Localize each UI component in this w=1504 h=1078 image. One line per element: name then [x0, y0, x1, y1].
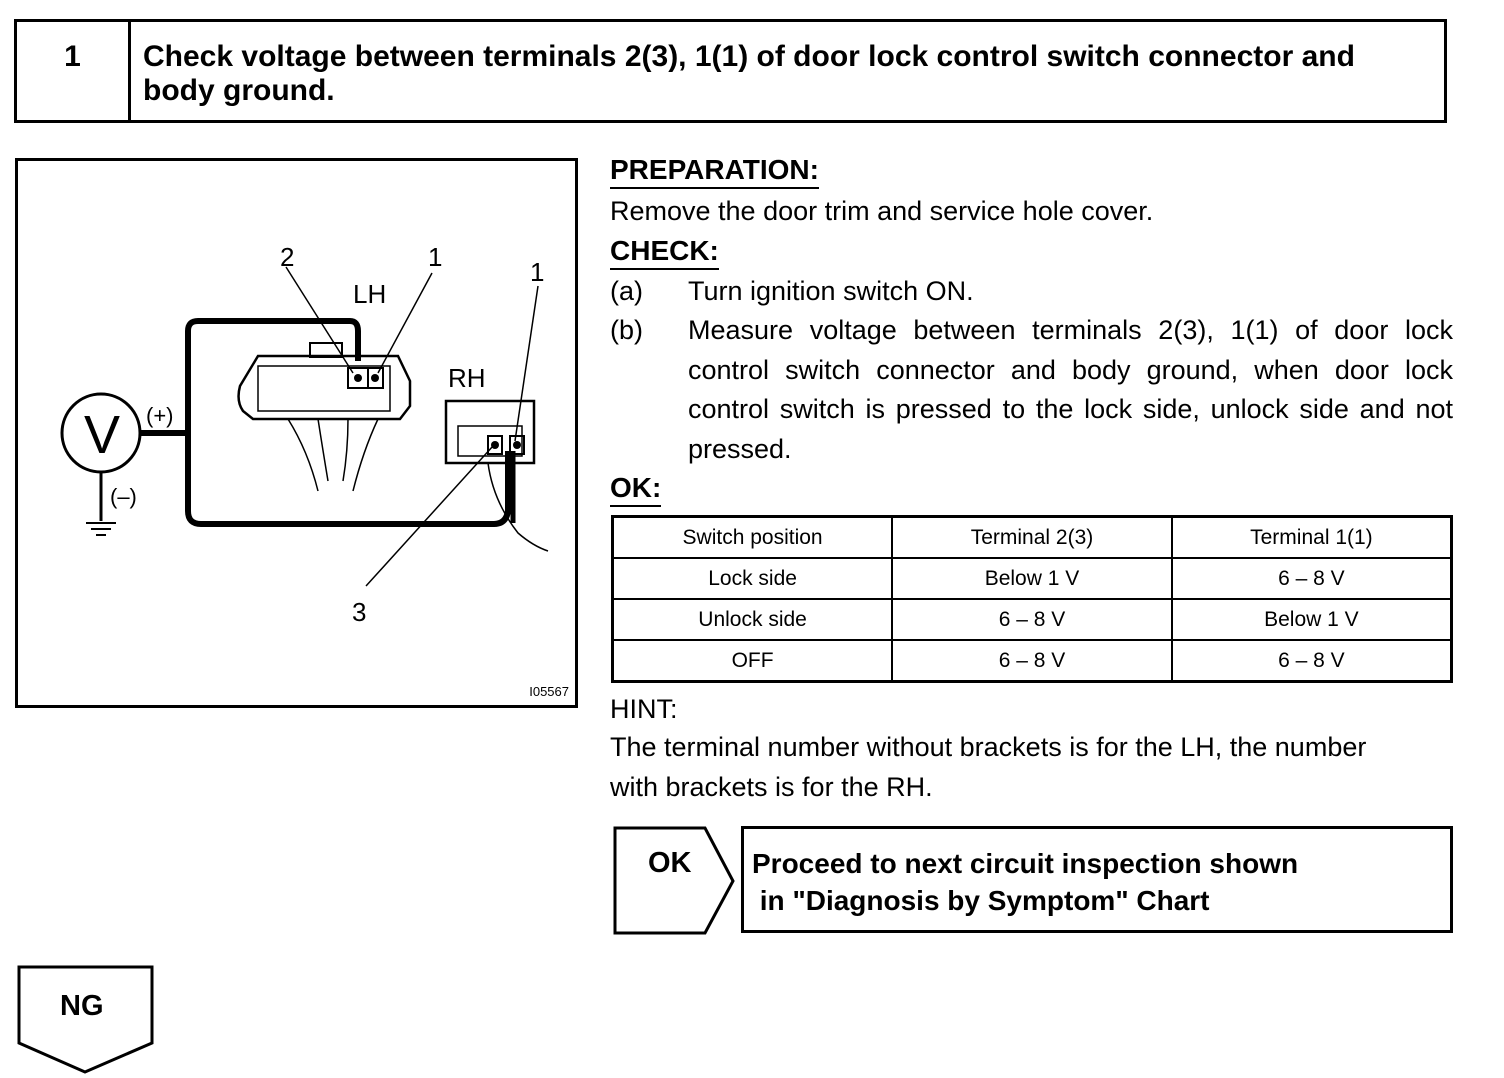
table-header: Switch position	[611, 515, 894, 559]
ok-arrow-shape	[613, 826, 735, 935]
hint-line: with brackets is for the RH.	[610, 772, 933, 802]
table-cell: OFF	[611, 639, 894, 683]
check-item-text: Measure voltage between terminals 2(3), …	[688, 315, 1453, 464]
ng-arrow-shape	[17, 965, 154, 1074]
ok-result-box: Proceed to next circuit inspection shown…	[741, 826, 1453, 933]
label-plus: (+)	[146, 403, 174, 428]
label-minus: (–)	[110, 484, 137, 509]
rh-connector-body	[444, 399, 536, 465]
preparation-heading: PREPARATION:	[610, 154, 819, 189]
check-item-label: (b)	[610, 315, 643, 345]
ok-heading: OK:	[610, 472, 662, 507]
label-terminal-1-rh: 1	[530, 257, 544, 287]
label-rh: RH	[448, 363, 486, 393]
table-row: OFF 6 – 8 V 6 – 8 V	[611, 639, 1453, 683]
table-cell: 6 – 8 V	[1170, 557, 1453, 600]
ok-spec-table: Switch position Terminal 2(3) Terminal 1…	[611, 515, 1453, 683]
label-lh: LH	[353, 279, 386, 309]
step-number: 1	[17, 22, 131, 120]
step-title: Check voltage between terminals 2(3), 1(…	[143, 40, 1355, 107]
hint-line: The terminal number without brackets is …	[610, 732, 1367, 762]
wiring-diagram-drawing: 2 1 1 3 LH RH V (+) (–)	[60, 242, 549, 627]
table-header: Terminal 1(1)	[1170, 515, 1453, 559]
table-cell: 6 – 8 V	[891, 598, 1173, 641]
check-item-text: Turn ignition switch ON.	[688, 276, 974, 306]
ok-result-label: OK	[648, 847, 692, 879]
ok-result-line: Proceed to next circuit inspection shown	[752, 848, 1299, 879]
check-heading: CHECK:	[610, 235, 719, 270]
table-row: Lock side Below 1 V 6 – 8 V	[611, 557, 1453, 600]
lh-connector-body	[237, 354, 412, 421]
check-item-label: (a)	[610, 276, 643, 306]
table-cell: Below 1 V	[1170, 598, 1453, 641]
table-cell: 6 – 8 V	[1170, 639, 1453, 683]
ok-result-line: in "Diagnosis by Symptom" Chart	[752, 885, 1210, 916]
preparation-text: Remove the door trim and service hole co…	[610, 196, 1154, 226]
label-terminal-1-lh: 1	[428, 242, 442, 272]
wiring-diagram: 2 1 1 3 LH RH V (+) (–) I05567	[15, 158, 578, 708]
table-header-row: Switch position Terminal 2(3) Terminal 1…	[611, 515, 1453, 559]
label-terminal-3: 3	[352, 597, 366, 627]
table-cell: Below 1 V	[891, 557, 1173, 600]
table-row: Unlock side 6 – 8 V Below 1 V	[611, 598, 1453, 641]
voltmeter-symbol: V	[84, 405, 120, 465]
ng-result-label: NG	[60, 990, 104, 1022]
step-header: 1 Check voltage between terminals 2(3), …	[14, 19, 1447, 123]
table-cell: Unlock side	[611, 598, 894, 641]
table-cell: Lock side	[611, 557, 894, 600]
table-cell: 6 – 8 V	[891, 639, 1173, 683]
figure-id: I05567	[529, 684, 569, 699]
hint-heading: HINT:	[610, 694, 678, 724]
table-header: Terminal 2(3)	[891, 515, 1173, 559]
label-terminal-2: 2	[280, 242, 294, 272]
